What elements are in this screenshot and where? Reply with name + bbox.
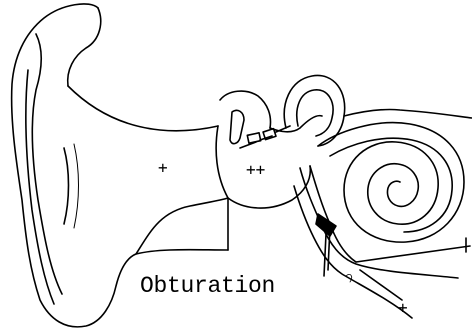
obturation-pointer <box>324 234 326 276</box>
pinna-inner-fold <box>68 8 101 86</box>
ear-canal-lower-wall <box>136 198 228 254</box>
tube-pressure-label: + <box>398 300 408 316</box>
pinna-helix <box>32 34 62 294</box>
middle-ear-wall-right <box>270 116 322 132</box>
middle-ear-cavity <box>228 166 310 208</box>
obturation-label: Obturation <box>140 275 275 298</box>
outer-canal-pressure-label: + <box>158 160 168 176</box>
ear-canal-entry-inner <box>74 144 79 228</box>
eardrum <box>216 126 228 198</box>
semicircular-canal-inner <box>297 90 333 136</box>
vestibule <box>344 109 472 118</box>
pinna-rim-detail <box>26 70 54 304</box>
middle-ear-pressure-label: ++ <box>246 162 265 178</box>
ear-canal-upper-wall <box>68 86 218 131</box>
ossicle-incus <box>247 133 260 143</box>
ear-canal-entry <box>64 148 69 224</box>
ossicle-malleus <box>230 110 244 143</box>
cochlea-spiral <box>318 123 464 243</box>
middle-ear-roof <box>220 91 271 128</box>
eustachian-tube-lower <box>294 186 412 318</box>
